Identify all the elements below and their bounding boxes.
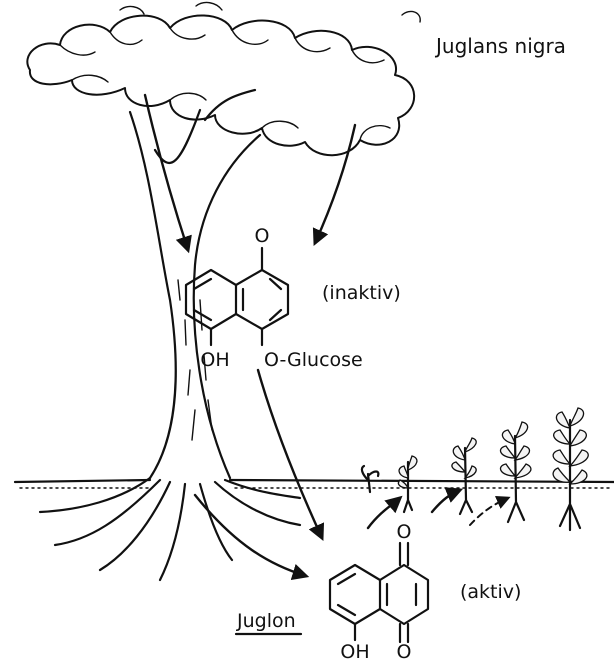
arrow-juglone-to-seedling-3 <box>470 498 508 525</box>
juglone-molecule <box>330 543 428 642</box>
juglone-o-top-label: O <box>397 521 412 543</box>
arrow-canopy-to-precursor <box>145 95 188 250</box>
precursor-o-label: O <box>255 225 270 247</box>
seedling-stage-1 <box>362 466 378 492</box>
species-label: Juglans nigra <box>434 34 566 58</box>
tree-canopy <box>27 3 420 156</box>
seedling-stage-3 <box>452 438 476 514</box>
compound-name-label: Juglon <box>236 610 296 632</box>
translocation-arrows <box>145 95 508 576</box>
active-label: (aktiv) <box>460 581 521 603</box>
arrow-precursor-to-juglone <box>258 370 322 538</box>
seedling-stage-4 <box>500 422 530 522</box>
juglone-o-bottom-label: O <box>397 641 412 661</box>
inactive-label: (inaktiv) <box>322 282 401 304</box>
precursor-glucose-label: O-Glucose <box>264 349 363 371</box>
arrow-juglone-to-seedling-2 <box>432 490 460 512</box>
ground-line <box>15 480 614 488</box>
juglone-oh-label: OH <box>340 641 369 661</box>
precursor-molecule <box>186 248 288 345</box>
precursor-oh-label: OH <box>200 349 229 371</box>
seedling-stage-2 <box>398 456 417 512</box>
tree-roots <box>40 478 300 580</box>
seedling-stage-5 <box>553 408 588 530</box>
tree-trunk <box>130 90 260 478</box>
arrow-juglone-to-seedling-1 <box>368 498 400 528</box>
